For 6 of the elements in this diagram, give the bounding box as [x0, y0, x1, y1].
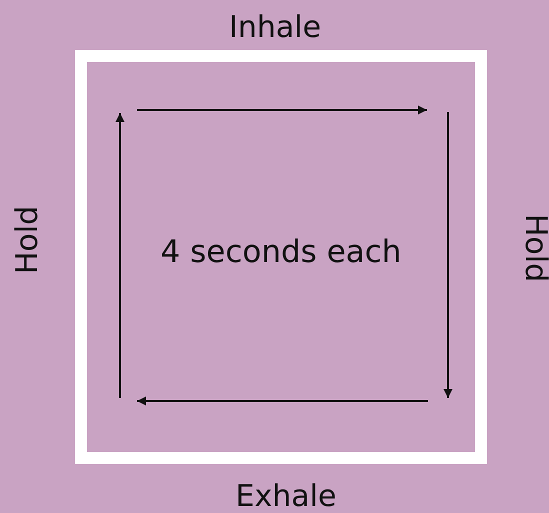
square-outline — [75, 50, 487, 464]
phase-label: Hold — [520, 214, 549, 282]
phase-label: Exhale — [236, 482, 336, 512]
center-caption: 4 seconds each — [160, 234, 402, 270]
phase-label: Hold — [13, 206, 43, 274]
phase-label: Inhale — [228, 13, 322, 43]
